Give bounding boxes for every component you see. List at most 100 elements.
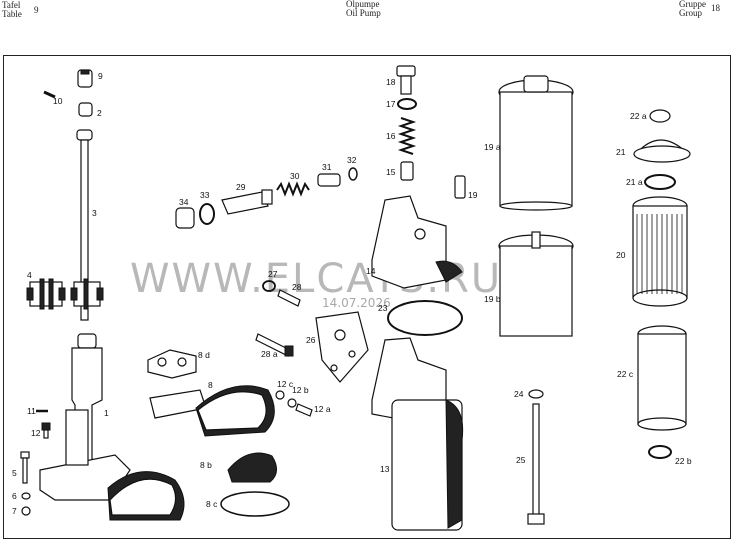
part-labels: 9 10 2 3 4 1 11 12 5 6 7 34 33 29 30 31 … <box>12 71 692 516</box>
part-12c-washer <box>275 390 285 400</box>
header-table-number: 9 <box>34 5 39 15</box>
label-part-26: 26 <box>306 335 316 345</box>
label-part-30: 30 <box>290 171 300 181</box>
label-part-5: 5 <box>12 468 17 478</box>
label-part-33: 33 <box>200 190 210 200</box>
label-part-9: 9 <box>98 71 103 81</box>
label-part-20: 20 <box>616 250 626 260</box>
label-part-1: 1 <box>104 408 109 418</box>
label-part-22b: 22 b <box>675 456 692 466</box>
label-part-12c: 12 c <box>277 379 294 389</box>
part-4-gear <box>26 278 66 310</box>
part-32-ring <box>348 167 358 181</box>
part-13-filter-housing <box>371 337 464 531</box>
label-part-17: 17 <box>386 99 396 109</box>
label-part-12: 12 <box>31 428 41 438</box>
part-19a-filter-can <box>498 75 574 211</box>
part-10-pin <box>43 90 56 99</box>
part-31-piston <box>317 173 341 187</box>
header-group-number: 18 <box>711 3 720 13</box>
part-22b-ring <box>648 445 672 459</box>
label-part-23: 23 <box>378 303 388 313</box>
label-part-21a: 21 a <box>626 177 643 187</box>
part-25-bolt <box>527 403 545 525</box>
label-part-15: 15 <box>386 167 396 177</box>
part-6-washer <box>21 492 31 500</box>
part-33-ring <box>199 203 215 225</box>
part-7-nut <box>21 506 31 516</box>
label-part-11: 11 <box>27 406 36 416</box>
label-part-27: 27 <box>268 269 278 279</box>
header-gruppe: Gruppe <box>679 0 706 9</box>
label-part-32: 32 <box>347 155 357 165</box>
header-tafel: Tafel <box>2 0 21 10</box>
part-17-ring <box>397 98 417 110</box>
label-part-21: 21 <box>616 147 626 157</box>
label-part-12b: 12 b <box>292 385 309 395</box>
part-20-filter-element <box>632 196 688 307</box>
label-part-7: 7 <box>12 506 17 516</box>
label-part-8b: 8 b <box>200 460 212 470</box>
part-28-bolt <box>277 289 301 307</box>
label-part-3: 3 <box>92 208 97 218</box>
part-29-valve-body <box>221 189 273 215</box>
label-part-28a: 28 a <box>261 349 278 359</box>
part-24-washer <box>528 389 544 399</box>
label-part-24: 24 <box>514 389 524 399</box>
part-34-plug <box>175 207 195 229</box>
part-16-spring <box>397 117 417 155</box>
label-part-19b: 19 b <box>484 294 501 304</box>
label-part-31: 31 <box>322 162 332 172</box>
label-part-10: 10 <box>53 96 63 106</box>
part-1-pump-housing <box>39 333 185 521</box>
label-part-28: 28 <box>292 282 302 292</box>
label-part-13: 13 <box>380 464 390 474</box>
part-12a-bolt <box>295 403 313 417</box>
label-part-16: 16 <box>386 131 396 141</box>
part-8d-gasket <box>147 349 197 379</box>
header-group: Group <box>679 8 702 18</box>
part-22c-filter-element <box>637 325 687 431</box>
part-30-spring <box>276 181 310 197</box>
part-3-shaft <box>76 129 93 321</box>
label-part-19: 19 <box>468 190 478 200</box>
part-8b-screen <box>227 452 277 483</box>
watermark-date: 14.07.2026 <box>322 296 391 310</box>
label-part-19a: 19 a <box>484 142 501 152</box>
part-15-valve <box>400 161 414 181</box>
label-part-34: 34 <box>179 197 189 207</box>
header-table: Table <box>2 9 22 19</box>
part-12-bolt <box>41 422 51 439</box>
part-19-valve <box>454 175 466 199</box>
diagram-frame <box>3 55 731 539</box>
label-part-22c: 22 c <box>617 369 634 379</box>
part-12b-washer <box>287 398 297 408</box>
label-part-18: 18 <box>386 77 396 87</box>
part-22a-nut <box>649 109 671 123</box>
part-5-bolt <box>20 451 30 484</box>
part-21-cover <box>633 139 691 163</box>
label-part-29: 29 <box>236 182 246 192</box>
label-part-12a: 12 a <box>314 404 331 414</box>
label-part-22a: 22 a <box>630 111 647 121</box>
part-19b-filter-can <box>498 231 574 337</box>
label-part-8c: 8 c <box>206 499 218 509</box>
header-title-de: Ölpumpe <box>346 0 380 9</box>
part-2-bushing <box>78 102 93 117</box>
part-27-washer <box>262 280 276 292</box>
label-part-4: 4 <box>27 270 32 280</box>
part-23-ring <box>387 300 463 336</box>
part-14-filter-bracket <box>371 195 463 289</box>
header-title-en: Oil Pump <box>346 8 381 18</box>
label-part-14: 14 <box>366 266 376 276</box>
part-8-strainer <box>149 385 275 437</box>
part-4b-gear <box>70 278 104 310</box>
part-26-gasket <box>315 311 369 383</box>
label-part-25: 25 <box>516 455 526 465</box>
part-9-nut <box>77 69 93 88</box>
label-part-6: 6 <box>12 491 17 501</box>
label-part-8d: 8 d <box>198 350 210 360</box>
part-18-plug <box>396 65 416 95</box>
label-part-2: 2 <box>97 108 102 118</box>
